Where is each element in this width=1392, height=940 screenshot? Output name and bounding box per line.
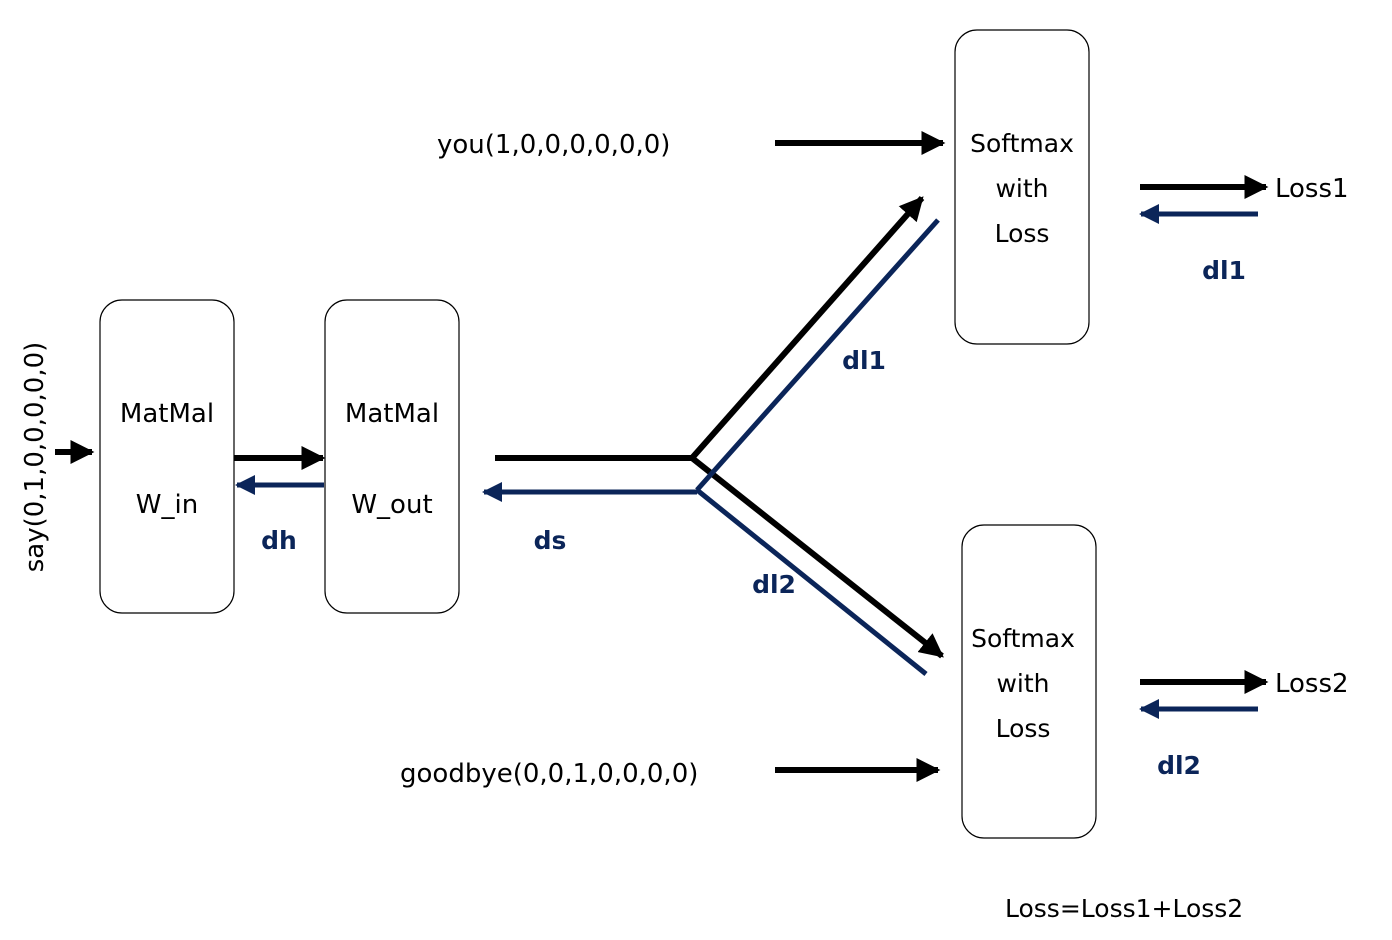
- w-out-label-line2: W_out: [351, 490, 432, 520]
- gradient-label-dh: dh: [261, 526, 297, 555]
- matmul-w-in-box: [99, 299, 235, 614]
- gradient-label-ds: ds: [534, 526, 567, 555]
- gradient-label-dl2-branch: dl2: [752, 570, 796, 599]
- loss2-box-line2: with: [996, 669, 1049, 698]
- w-in-label-line2: W_in: [136, 490, 198, 520]
- matmul-w-out-box: [324, 299, 460, 614]
- w-in-label-line1: MatMal: [120, 399, 214, 429]
- loss2-box-line1: Softmax: [971, 624, 1075, 653]
- loss1-box-line3: Loss: [995, 219, 1050, 248]
- context-word-goodbye-label: goodbye(0,0,1,0,0,0,0): [400, 759, 698, 789]
- softmax-loss2-box: [961, 524, 1097, 839]
- loss2-output-label: Loss2: [1275, 669, 1349, 699]
- softmax-loss1-box: [954, 29, 1090, 345]
- backward-branch-upper: [695, 218, 940, 492]
- center-word-input-label: say(0,1,0,0,0,0,0): [20, 342, 50, 573]
- gradient-label-dl1-out: dl1: [1202, 256, 1246, 285]
- loss1-output-label: Loss1: [1275, 174, 1349, 204]
- gradient-label-dl1-branch: dl1: [842, 346, 886, 375]
- context-word-you-label: you(1,0,0,0,0,0,0): [437, 130, 670, 160]
- forward-arrow-branch-upper: [689, 196, 925, 460]
- gradient-label-dl2-out: dl2: [1157, 751, 1201, 780]
- w-out-label-line1: MatMal: [345, 399, 439, 429]
- loss1-box-line1: Softmax: [970, 129, 1074, 158]
- loss1-box-line2: with: [995, 174, 1048, 203]
- forward-arrow-branch-lower: [690, 455, 944, 659]
- backward-branch-lower: [695, 488, 928, 676]
- total-loss-formula: Loss=Loss1+Loss2: [1005, 894, 1243, 923]
- loss2-box-line3: Loss: [996, 714, 1051, 743]
